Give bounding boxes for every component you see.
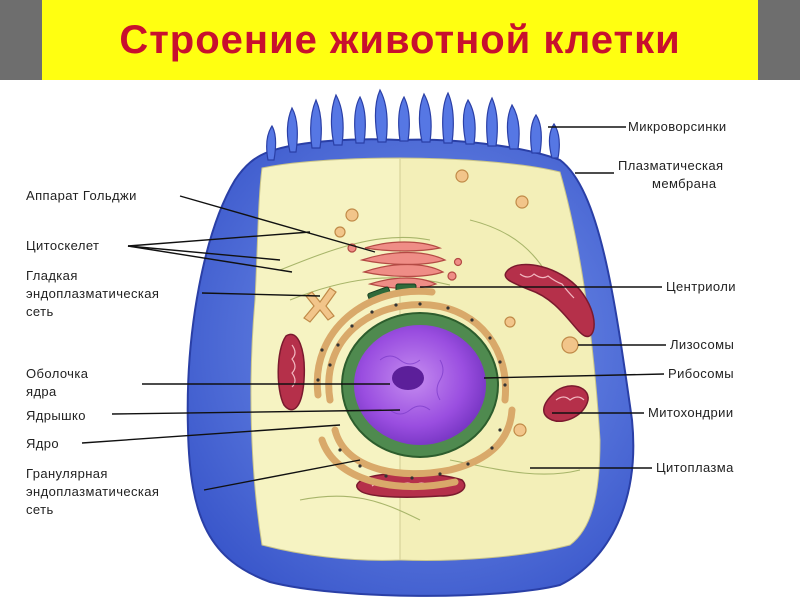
label-plasma-membrane-2: мембрана <box>652 176 717 191</box>
golgi-apparatus <box>347 241 463 290</box>
label-cytoskeleton: Цитоскелет <box>26 238 99 253</box>
slide-frame-left <box>0 0 42 80</box>
microvilli <box>266 88 560 161</box>
label-nuclear-envelope-2: ядра <box>26 384 57 399</box>
label-nucleus: Ядро <box>26 436 59 451</box>
label-microvilli: Микроворсинки <box>628 119 727 134</box>
label-lysosomes: Лизосомы <box>670 337 734 352</box>
label-ribosomes: Рибосомы <box>668 366 734 381</box>
ribosomes <box>316 302 507 480</box>
leader-lines <box>81 126 666 491</box>
label-plasma-membrane-1: Плазматическая <box>618 158 723 173</box>
label-rough-er-2: эндоплазматическая <box>26 484 159 499</box>
label-golgi: Аппарат Гольджи <box>26 188 137 203</box>
label-nucleolus: Ядрышко <box>26 408 86 423</box>
smooth-er <box>303 287 337 323</box>
rough-er <box>313 287 516 491</box>
label-smooth-er-2: эндоплазматическая <box>26 286 159 301</box>
slide-frame-right <box>758 0 800 80</box>
label-smooth-er-3: сеть <box>26 304 54 319</box>
label-nuclear-envelope-1: Оболочка <box>26 366 89 381</box>
title-banner: Строение животной клетки <box>42 0 758 80</box>
label-cytoplasm: Цитоплазма <box>656 460 734 475</box>
chromatin <box>379 355 444 415</box>
nucleolus <box>392 366 424 390</box>
label-rough-er-1: Гранулярная <box>26 466 108 481</box>
lysosome <box>334 169 579 437</box>
page-title: Строение животной клетки <box>119 17 681 62</box>
animal-cell-diagram: Аппарат Гольджи Цитоскелет Гладкая эндоп… <box>26 88 736 597</box>
label-mitochondria: Митохондрии <box>648 405 734 420</box>
label-centrioles: Центриоли <box>666 279 736 294</box>
label-smooth-er-1: Гладкая <box>26 268 78 283</box>
label-rough-er-3: сеть <box>26 502 54 517</box>
